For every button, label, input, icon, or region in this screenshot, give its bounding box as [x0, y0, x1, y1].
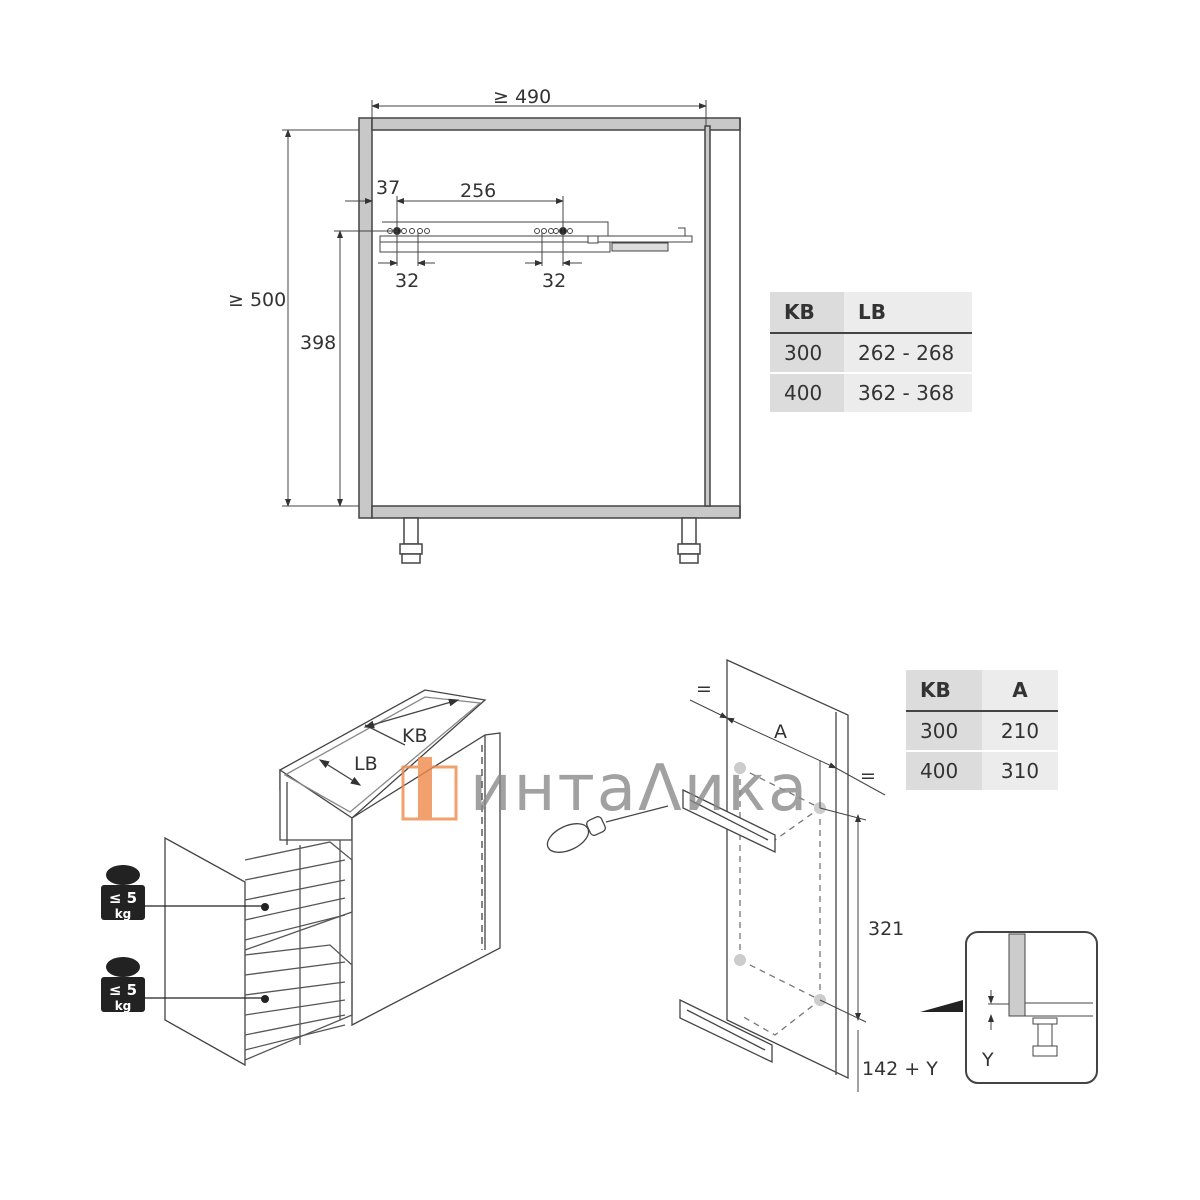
bracket-distance-dimension: 321: [868, 918, 904, 940]
table-header: KB: [770, 292, 844, 334]
weight-limit-upper: ≤ 5 kg: [101, 865, 269, 921]
hole-right-dimension: 32: [542, 270, 566, 292]
weight-limit-lower: ≤ 5 kg: [101, 957, 269, 1013]
table-cell: 300: [906, 710, 982, 751]
inset-y-label: Y: [981, 1049, 994, 1071]
weight-limit-value: ≤ 5: [109, 981, 137, 999]
table-row: 300 210: [906, 710, 1058, 751]
drawer-rail: [379, 221, 693, 253]
watermark-logo: [401, 757, 458, 821]
height-dimension: ≥ 500: [228, 289, 286, 311]
table-cell: 400: [770, 372, 844, 412]
width-dimension: ≥ 490: [493, 86, 551, 108]
table-header: LB: [844, 292, 972, 334]
table-cell: 262 - 268: [844, 332, 972, 373]
table-row: 400 310: [906, 750, 1058, 790]
weight-limit-unit: kg: [115, 999, 132, 1013]
offset-dimension: 37: [376, 177, 400, 199]
mounting-bracket-lower: [679, 998, 773, 1064]
table-cell: 362 - 368: [844, 372, 972, 412]
kb-a-table: KB A 300 210 400 310: [906, 670, 1058, 790]
screwdriver-icon: [546, 805, 669, 853]
table-header-row: KB LB: [770, 292, 972, 334]
detail-inset: [920, 931, 1098, 1084]
weight-limit-value: ≤ 5: [109, 889, 137, 907]
dimension-lines-top: [282, 100, 707, 507]
table-row: 300 262 - 268: [770, 332, 972, 373]
table-cell: 310: [982, 750, 1058, 790]
pullout-basket-cabinet: [164, 689, 501, 1067]
a-dimension: A: [774, 721, 787, 743]
equal-spacing-right: =: [860, 765, 876, 787]
weight-limit-unit: kg: [115, 907, 132, 921]
kb-dimension: KB: [402, 725, 428, 747]
table-header: KB: [906, 670, 982, 712]
table-cell: 300: [770, 332, 844, 373]
kb-lb-table: KB LB 300 262 - 268 400 362 - 368: [770, 292, 972, 412]
bottom-offset-dimension: 142 + Y: [862, 1058, 938, 1080]
table-header: A: [982, 670, 1058, 712]
lb-dimension: LB: [354, 753, 378, 775]
table-cell: 210: [982, 710, 1058, 751]
hole-left-dimension: 32: [395, 270, 419, 292]
mounting-bracket-upper: [682, 788, 776, 854]
watermark-text: интаΛика: [470, 752, 810, 826]
spacing-dimension: 256: [460, 180, 496, 202]
rail-height-dimension: 398: [300, 332, 336, 354]
table-cell: 400: [906, 750, 982, 790]
door-panel-mounting: [546, 658, 886, 1092]
equal-spacing-left: =: [696, 678, 712, 700]
table-header-row: KB A: [906, 670, 1058, 712]
cabinet-front-view: [358, 117, 741, 564]
table-row: 400 362 - 368: [770, 372, 972, 412]
